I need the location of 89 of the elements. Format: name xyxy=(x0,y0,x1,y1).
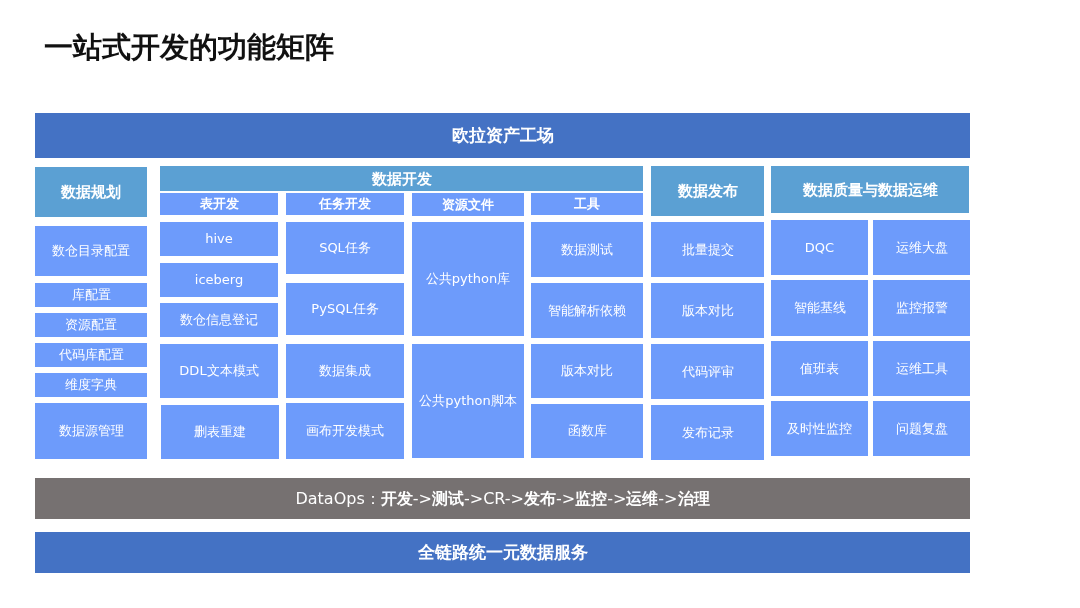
box-label: 值班表 xyxy=(800,360,839,377)
feature-box xyxy=(771,220,868,275)
feature-box xyxy=(35,283,147,307)
box-label: 资源文件 xyxy=(442,196,494,213)
box-label: 数仓信息登记 xyxy=(180,312,258,328)
box-label: 代码库配置 xyxy=(58,347,124,363)
box-label: 画布开发模式 xyxy=(306,423,384,439)
process-bar xyxy=(35,478,970,519)
box-label: SQL任务 xyxy=(319,240,371,256)
feature-box xyxy=(161,405,279,459)
box-label: 数据发布 xyxy=(677,182,738,200)
box-label: 删表重建 xyxy=(194,424,246,440)
feature-box xyxy=(286,222,404,274)
box-label: 版本对比 xyxy=(561,363,613,379)
column-header xyxy=(412,193,524,216)
feature-box xyxy=(651,405,764,460)
box-label: iceberg xyxy=(194,272,244,288)
feature-box xyxy=(35,403,147,459)
category-header xyxy=(160,166,643,191)
box-label: 数仓目录配置 xyxy=(52,243,130,259)
feature-box xyxy=(873,280,970,336)
box-label: 及时性监控 xyxy=(787,420,852,437)
feature-box xyxy=(531,222,643,277)
box-label: 数据规划 xyxy=(61,183,121,201)
box-label: 数据集成 xyxy=(319,363,371,379)
feature-box xyxy=(531,404,643,458)
box-label: 数据开发 xyxy=(371,169,432,188)
box-label: 欧拉资产工场 xyxy=(451,125,554,146)
slide-title: 一站式开发的功能矩阵 xyxy=(44,29,334,66)
feature-box xyxy=(873,341,970,396)
box-label: hive xyxy=(205,231,233,247)
box-label: 公共python库 xyxy=(425,271,511,287)
feature-box xyxy=(873,401,970,456)
box-label: 维度字典 xyxy=(65,377,117,393)
platform-band xyxy=(35,113,970,158)
feature-box xyxy=(531,344,643,398)
feature-box xyxy=(771,401,868,456)
box-label: 发布记录 xyxy=(681,424,734,441)
category-header xyxy=(771,166,969,213)
feature-box xyxy=(160,303,278,337)
box-label: 全链路统一元数据服务 xyxy=(417,542,588,563)
box-label: 库配置 xyxy=(71,287,111,303)
feature-box xyxy=(412,222,524,336)
feature-box xyxy=(35,343,147,367)
feature-box xyxy=(651,283,764,338)
box-label: DataOps：开发->测试->CR->发布->监控->运维->治理 xyxy=(295,488,710,509)
feature-box xyxy=(35,373,147,397)
box-label: 任务开发 xyxy=(319,196,371,212)
feature-box xyxy=(286,403,404,459)
box-label: 智能基线 xyxy=(793,300,846,316)
box-label: 批量提交 xyxy=(681,241,734,258)
feature-box xyxy=(412,344,524,458)
feature-box xyxy=(35,313,147,337)
box-label: 数据源管理 xyxy=(58,423,124,439)
box-label: 数据质量与数据运维 xyxy=(802,180,938,199)
category-header xyxy=(651,166,764,216)
column-header xyxy=(286,193,404,215)
feature-box xyxy=(651,344,764,399)
feature-box xyxy=(531,283,643,338)
feature-box xyxy=(651,222,764,277)
feature-box xyxy=(160,263,278,297)
box-label: 运维工具 xyxy=(895,360,948,377)
box-label: 代码评审 xyxy=(681,363,734,380)
box-label: 函数库 xyxy=(567,423,607,439)
box-label: 资源配置 xyxy=(65,317,117,333)
box-label: 公共python脚本 xyxy=(419,393,517,409)
feature-box xyxy=(160,222,278,256)
box-label: 工具 xyxy=(574,196,600,212)
feature-box xyxy=(286,344,404,398)
box-label: DQC xyxy=(804,239,835,256)
box-label: 运维大盘 xyxy=(895,239,948,256)
box-label: PySQL任务 xyxy=(311,301,379,317)
feature-box xyxy=(873,220,970,275)
box-label: 问题复盘 xyxy=(895,420,948,437)
platform-band xyxy=(35,532,970,573)
box-label: 智能解析依赖 xyxy=(548,302,626,319)
feature-box xyxy=(771,341,868,396)
feature-box xyxy=(286,283,404,335)
column-header xyxy=(160,193,278,215)
feature-box xyxy=(35,226,147,276)
box-label: 表开发 xyxy=(199,196,239,212)
box-label: DDL文本模式 xyxy=(179,363,259,379)
column-header xyxy=(531,193,643,215)
box-label: 数据测试 xyxy=(561,241,613,258)
feature-box xyxy=(771,280,868,336)
feature-box xyxy=(160,344,278,398)
box-label: 版本对比 xyxy=(681,302,734,319)
box-label: 监控报警 xyxy=(895,300,948,316)
category-header xyxy=(35,167,147,217)
